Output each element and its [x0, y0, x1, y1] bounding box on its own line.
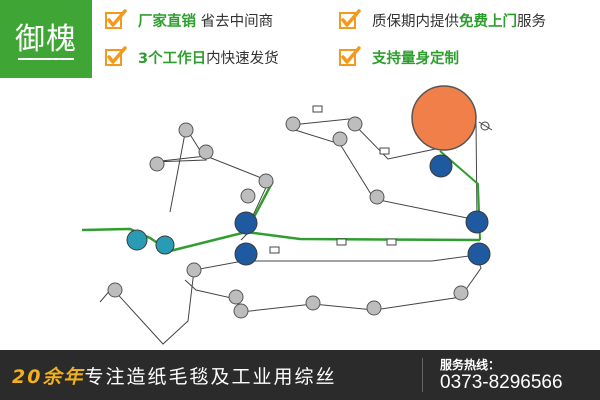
guide-roll [233, 303, 249, 319]
tension-mark [386, 238, 397, 246]
feature-label: 内快速发货 [206, 50, 279, 67]
feature-free-service: 质保期内提供免费上门服务 [338, 7, 546, 33]
check-icon [105, 9, 127, 29]
felt-path-diagram [81, 85, 493, 345]
guide-roll [258, 173, 274, 189]
feature-label-after: 服务 [517, 13, 546, 30]
footer-divider [422, 358, 423, 392]
slogan-years: 20余年 [12, 366, 85, 388]
guide-roll [107, 282, 123, 298]
guide-roll [285, 116, 301, 132]
tension-mark [269, 246, 280, 254]
top-banner: 御槐 厂家直销 省去中间商 质保期内提供免费上门服务 3个工作日内快速发货 [0, 0, 600, 78]
feature-label: 省去中间商 [196, 13, 274, 30]
guide-roll [198, 144, 214, 160]
press-roll [234, 242, 258, 266]
feature-highlight: 支持量身定制 [372, 50, 459, 67]
press-roll [429, 154, 453, 178]
feature-label: 质保期内提供 [372, 13, 459, 30]
entry-roll [155, 235, 175, 255]
guide-roll [305, 295, 321, 311]
guide-rolls [107, 116, 469, 319]
check-icon [105, 46, 127, 66]
footer-slogan: 20余年专注造纸毛毯及工业用综丝 [12, 362, 336, 389]
lower-felt-loop [99, 254, 482, 345]
footer-bar: 20余年专注造纸毛毯及工业用综丝 服务热线： 0373-8296566 [0, 350, 600, 400]
feature-highlight: 免费上门 [459, 13, 517, 30]
guide-roll [332, 131, 348, 147]
press-roll [465, 210, 489, 234]
guide-roll [369, 189, 385, 205]
guide-roll [366, 300, 382, 316]
hotline-number[interactable]: 0373-8296566 [440, 372, 563, 393]
logo: 御槐 [0, 0, 92, 78]
press-roll [234, 211, 258, 235]
large-roll [411, 85, 477, 151]
guide-roll [240, 188, 256, 204]
tension-mark [379, 147, 390, 155]
check-icon [339, 9, 361, 29]
guide-roll [453, 285, 469, 301]
entry-roll [126, 229, 148, 251]
doctor-blade [478, 121, 493, 131]
check-icon [339, 46, 361, 66]
tension-mark [336, 238, 347, 246]
guide-roll [186, 262, 202, 278]
press-roll [467, 242, 491, 266]
tension-mark [312, 105, 323, 113]
feature-highlight: 厂家直销 [138, 13, 196, 30]
hotline-label: 服务热线： [440, 358, 501, 372]
feature-direct-sale: 厂家直销 省去中间商 [104, 7, 273, 33]
feature-fast-delivery: 3个工作日内快速发货 [104, 44, 279, 70]
feature-highlight: 3个工作日 [138, 50, 207, 67]
guide-roll [347, 116, 363, 132]
guide-roll [178, 122, 194, 138]
feature-custom-made: 支持量身定制 [338, 44, 459, 70]
logo-text: 御槐 [15, 22, 77, 57]
guide-roll [149, 156, 165, 172]
guide-roll [228, 289, 244, 305]
logo-underline [18, 58, 74, 60]
slogan-text: 专注造纸毛毯及工业用综丝 [84, 366, 337, 388]
